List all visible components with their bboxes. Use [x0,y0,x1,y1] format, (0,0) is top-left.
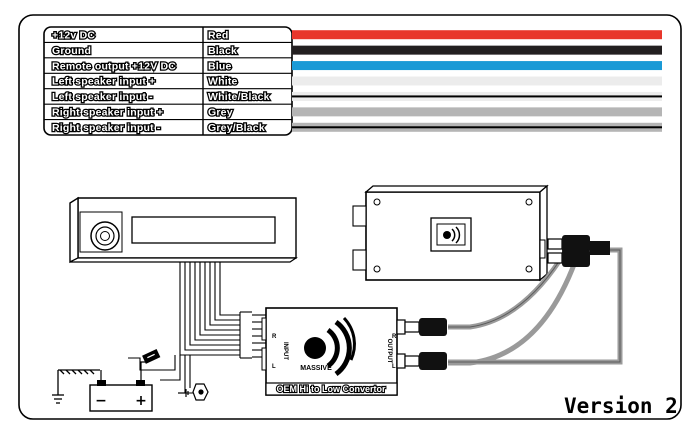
legend-wire-function: Remote output +12V DC [52,60,176,72]
legend-wire [292,45,662,55]
legend-wire-color: Black [208,45,237,57]
ground-symbol [52,369,100,404]
legend-wire-function: Left speaker input - [52,91,153,103]
svg-text:INPUT: INPUT [282,342,288,360]
legend-wire [292,30,662,40]
input-l-label: L [272,364,276,370]
legend-wire-function: Right speaker input + [52,107,163,119]
legend-wire-stripe [292,126,662,129]
svg-text:OUTPUT: OUTPUT [386,339,392,364]
converter-box: INPUT R L OUTPUT R L MASSIVE OEM Hi to L… [261,307,406,396]
legend-wire-function: Left speaker input + [52,76,155,88]
legend-wire-color: White/Black [208,91,270,103]
head-unit-display [131,216,276,244]
legend-wire-function: +12v DC [52,29,95,41]
remote-connector [178,383,209,401]
inline-fuse [142,348,161,364]
legend-wire-bundle [292,30,662,132]
amplifier [352,184,549,282]
input-r-label: R [272,334,277,340]
converter-output-label: OUTPUT [386,339,392,364]
battery: − + [89,361,153,412]
legend-wire-color: Grey/Black [208,122,265,134]
rca-plug-output-left [404,352,447,370]
rca-plug-output-right [404,318,447,336]
legend-wire-function: Right speaker input - [52,122,161,134]
legend-wire-color: Blue [208,60,232,72]
product-name: OEM Hi to Low Convertor [277,384,386,394]
version-label: Version 2 [564,394,678,418]
brand-name: MASSIVE [300,365,332,372]
legend-wire-color: Grey [208,107,233,119]
output-l-label: L [392,364,396,370]
legend-wire-color: Red [208,29,228,41]
legend-wire-stripe [292,95,662,98]
massive-logo: MASSIVE [300,316,356,377]
head-unit [69,196,298,264]
output-r-label: R [392,334,397,340]
amp-logo [436,223,466,246]
rca-plug-amp-input [547,235,610,267]
legend-wire [292,76,662,86]
battery-minus-label: − [95,393,107,409]
legend-wire-color: White [208,76,238,88]
converter-input-label: INPUT [282,342,288,360]
battery-plus-label: + [135,393,147,409]
legend-wire-function: Ground [52,45,91,57]
legend-wire [292,107,662,117]
legend-wire [292,61,662,71]
